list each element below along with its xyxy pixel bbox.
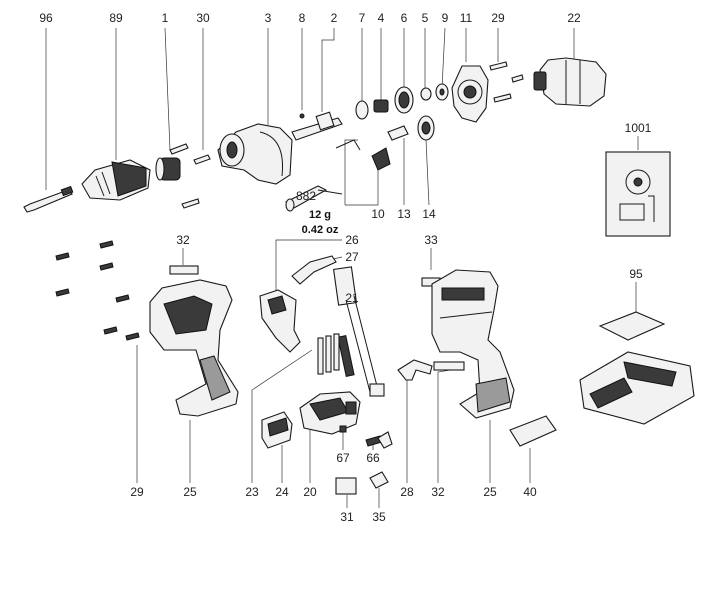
part-clip-pin-gear [335,115,435,171]
callout-5: 5 [422,11,429,25]
callout-29-bottom: 29 [130,485,144,499]
callout-32-right: 32 [431,485,445,499]
part-housing-screws-left [55,240,140,341]
callout-31: 31 [340,510,354,524]
part-spindle [291,111,343,141]
part-sleeve [155,157,181,181]
part-grease-tube [284,185,343,212]
part-gear-plate [451,65,489,123]
callout-22: 22 [567,11,581,25]
callout-33: 33 [424,233,438,247]
callout-24: 24 [275,485,289,499]
callout-25-left: 25 [183,485,197,499]
callout-10: 10 [371,207,385,221]
part-small-67 [339,425,347,433]
part-housing-screws-top [489,61,524,103]
callout-21: 21 [345,291,359,305]
callout-2: 2 [331,11,338,25]
callout-1001: 1001 [625,121,652,135]
callout-labels: 96 89 1 30 3 8 2 7 4 6 5 9 11 29 22 1001… [39,11,651,524]
callout-27: 27 [345,250,359,264]
part-bit-holder [23,185,74,213]
part-electronics-module [299,391,361,435]
callout-30: 30 [196,11,210,25]
part-switch-holder [259,289,301,353]
part-spring-clip-35 [369,471,389,489]
part-led-module [261,411,293,449]
callout-96: 96 [39,11,53,25]
part-housing-shell-left [149,279,239,417]
callout-66: 66 [366,451,380,465]
callout-8: 8 [299,11,306,25]
grease-ounces: 0.42 oz [302,224,339,236]
callout-28: 28 [400,485,414,499]
callout-6: 6 [401,11,408,25]
callout-7: 7 [359,11,366,25]
part-bracket [377,431,393,449]
callout-882: 882 [296,189,316,203]
callout-95: 95 [629,267,643,281]
part-belt-clip [397,359,433,381]
callout-35: 35 [372,510,386,524]
callout-9: 9 [442,11,449,25]
callout-13: 13 [397,207,411,221]
callout-26: 26 [345,233,359,247]
callout-23: 23 [245,485,259,499]
callout-3: 3 [265,11,272,25]
callout-4: 4 [378,11,385,25]
callout-1: 1 [162,11,169,25]
part-gear-set [355,83,449,120]
callout-29-top: 29 [491,11,505,25]
part-motor [533,57,607,107]
callout-67: 67 [336,451,350,465]
part-battery-pack [579,351,695,425]
part-housing-shell-right [431,269,515,419]
part-direction-lever [291,255,337,285]
callout-89: 89 [109,11,123,25]
part-contact-strips [317,333,340,375]
part-small-screws-a [169,143,211,209]
part-gear-housing-front [217,123,293,185]
part-electronics-inset [605,151,671,237]
grease-grams: 12 g [309,209,331,221]
part-switch [332,266,385,397]
part-chuck [81,159,151,201]
callout-14: 14 [422,207,436,221]
callout-32-left: 32 [176,233,190,247]
callout-40: 40 [523,485,537,499]
part-type-label-right [433,361,465,371]
part-slide-plate [509,415,557,447]
part-battery-cover [598,311,666,341]
callout-11: 11 [460,11,473,25]
callout-20: 20 [303,485,317,499]
callout-25-right: 25 [483,485,497,499]
part-label-31 [335,477,357,495]
part-type-label-left [169,265,199,275]
